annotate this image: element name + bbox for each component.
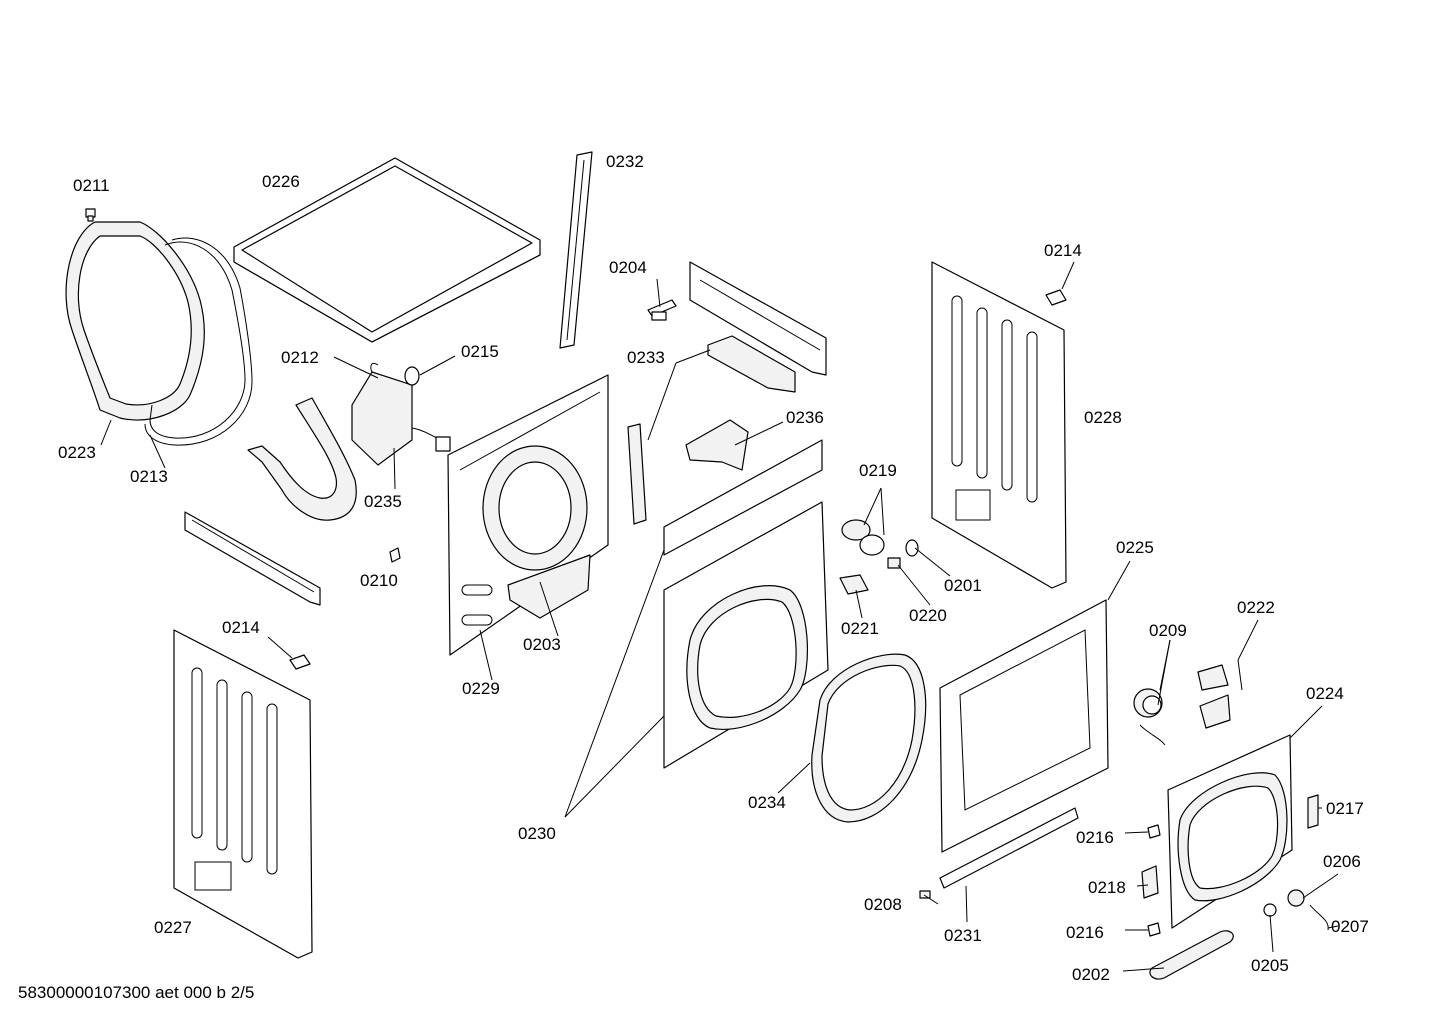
part-duct-hose — [247, 397, 357, 521]
part-0206 — [1287, 889, 1305, 907]
part-door-frame-0224 — [1167, 734, 1293, 929]
part-side-panel-0227 — [173, 629, 313, 959]
part-rail-left — [184, 511, 321, 606]
part-handle-0202 — [1149, 930, 1234, 980]
callout-0210: 0210 — [360, 571, 398, 590]
part-front-panel-0225 — [939, 599, 1109, 853]
part-clip-0214-right — [1045, 289, 1067, 306]
callout-0216-top: 0216 — [1076, 828, 1114, 847]
callout-0214-left: 0214 — [222, 618, 260, 637]
part-0218 — [1141, 865, 1159, 899]
callout-0223: 0223 — [58, 443, 96, 462]
callout-0208: 0208 — [864, 895, 902, 914]
part-door-gasket-0234 — [811, 653, 927, 823]
callout-0232: 0232 — [606, 152, 644, 171]
callout-0207: 0207 — [1331, 917, 1369, 936]
part-bracket-0233 — [627, 261, 827, 525]
callout-0205: 0205 — [1251, 956, 1289, 975]
part-0205 — [1263, 903, 1277, 917]
callout-0227: 0227 — [154, 918, 192, 937]
part-bracket-0236 — [685, 419, 749, 471]
part-0216-bottom — [1147, 922, 1161, 937]
part-side-panel-0228 — [931, 261, 1067, 589]
part-top-cover-0226 — [233, 157, 541, 343]
part-clip-0210 — [389, 547, 401, 563]
callout-0220: 0220 — [909, 606, 947, 625]
callout-0224: 0224 — [1306, 684, 1344, 703]
part-seal-0213 — [144, 237, 253, 446]
part-0215 — [404, 366, 420, 386]
part-module-0235 — [351, 362, 451, 466]
callout-0202: 0202 — [1072, 965, 1110, 984]
callout-0204: 0204 — [609, 258, 647, 277]
part-0219 — [841, 519, 885, 556]
callout-labels: 0211 0226 0232 0204 0214 0212 0215 0233 … — [18, 152, 1369, 1002]
callout-0221: 0221 — [841, 619, 879, 638]
part-screw-0211 — [85, 208, 96, 222]
part-clip-0214-left — [289, 654, 311, 670]
part-rail-0232 — [559, 151, 593, 349]
callout-0229: 0229 — [462, 679, 500, 698]
part-0207 — [1309, 904, 1329, 931]
callout-0218: 0218 — [1088, 878, 1126, 897]
callout-0214-top: 0214 — [1044, 241, 1082, 260]
part-front-frame-0230 — [663, 439, 829, 769]
callout-0206: 0206 — [1323, 852, 1361, 871]
callout-0217: 0217 — [1326, 799, 1364, 818]
part-0221 — [839, 574, 869, 595]
part-kick-plate-0231 — [939, 807, 1079, 889]
callout-0211: 0211 — [73, 176, 110, 195]
callout-0203: 0203 — [523, 635, 561, 654]
callout-0225: 0225 — [1116, 538, 1154, 557]
callout-0216-bottom: 0216 — [1066, 923, 1104, 942]
part-knob-0209 — [1133, 688, 1166, 746]
callout-0234: 0234 — [748, 793, 786, 812]
callout-0222: 0222 — [1237, 598, 1275, 617]
callout-0236: 0236 — [786, 408, 824, 427]
callout-0209: 0209 — [1149, 621, 1187, 640]
callout-0215: 0215 — [461, 342, 499, 361]
callout-0231: 0231 — [944, 926, 982, 945]
callout-0233: 0233 — [627, 348, 665, 367]
callout-0228: 0228 — [1084, 408, 1122, 427]
part-clip-0204 — [647, 299, 677, 321]
callout-0201: 0201 — [944, 576, 982, 595]
callout-0212: 0212 — [281, 348, 319, 367]
document-code: 58300000107300 aet 000 b 2/5 — [18, 983, 254, 1002]
part-0216-top — [1147, 824, 1161, 839]
callout-0230: 0230 — [518, 824, 556, 843]
leader-lines — [100, 261, 1339, 972]
callout-0219: 0219 — [859, 461, 897, 480]
part-rear-panel-0229 — [447, 374, 609, 656]
callout-0213: 0213 — [130, 467, 168, 486]
part-bracket-0222 — [1197, 659, 1243, 729]
callout-0226: 0226 — [262, 172, 300, 191]
part-0208 — [919, 890, 931, 899]
part-gasket-ring-0223 — [65, 221, 205, 421]
part-0201-0220 — [887, 539, 919, 569]
part-0217 — [1307, 794, 1319, 829]
callout-0235: 0235 — [364, 492, 402, 511]
